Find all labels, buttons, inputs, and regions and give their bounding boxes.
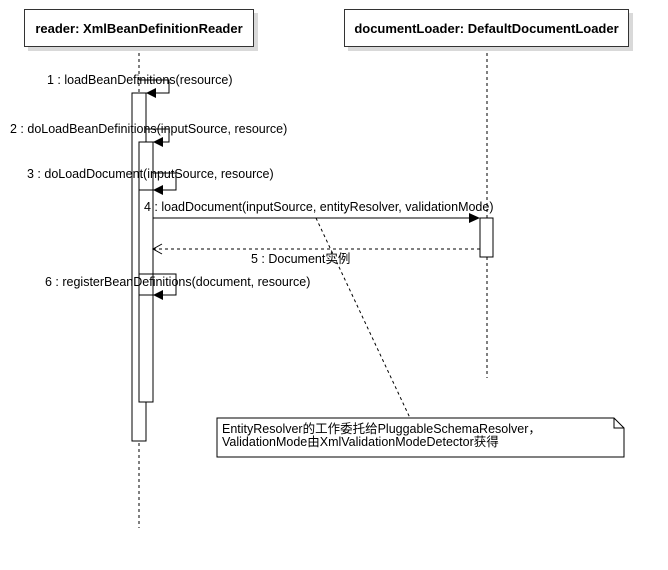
- activation-bar-reader-3: [138, 189, 154, 275]
- message-4-label: 4 : loadDocument(inputSource, entityReso…: [144, 200, 494, 214]
- message-4-arrowhead: [469, 213, 480, 223]
- note-text: EntityResolver的工作委托给PluggableSchemaResol…: [222, 422, 541, 449]
- message-3-label: 3 : doLoadDocument(inputSource, resource…: [27, 167, 274, 181]
- message-1-arrowhead: [146, 88, 156, 98]
- message-5-arrowhead: [151, 243, 163, 255]
- note-connector: [315, 217, 411, 419]
- message-1-arrow: [139, 79, 170, 94]
- message-5-label: 5 : Document实例: [251, 252, 351, 266]
- message-6-arrowhead: [153, 290, 163, 300]
- note-box: [216, 417, 625, 458]
- message-6-arrow: [153, 273, 177, 296]
- message-6-label: 6 : registerBeanDefinitions(document, re…: [45, 275, 311, 289]
- message-3-arrowhead: [153, 185, 163, 195]
- activation-bar-reader-4: [138, 294, 154, 403]
- note-fold: [613, 418, 624, 429]
- participant-loader-label: documentLoader: DefaultDocumentLoader: [354, 20, 619, 36]
- participant-reader-label: reader: XmlBeanDefinitionReader: [35, 20, 243, 36]
- message-3-arrow: [153, 172, 177, 191]
- activation-bar-loader: [479, 217, 494, 258]
- message-2-arrowhead: [153, 137, 163, 147]
- participant-reader: reader: XmlBeanDefinitionReader: [24, 9, 254, 47]
- message-1-label: 1 : loadBeanDefinitions(resource): [47, 73, 233, 87]
- participant-document-loader: documentLoader: DefaultDocumentLoader: [344, 9, 629, 47]
- message-2-label: 2 : doLoadBeanDefinitions(inputSource, r…: [10, 122, 288, 136]
